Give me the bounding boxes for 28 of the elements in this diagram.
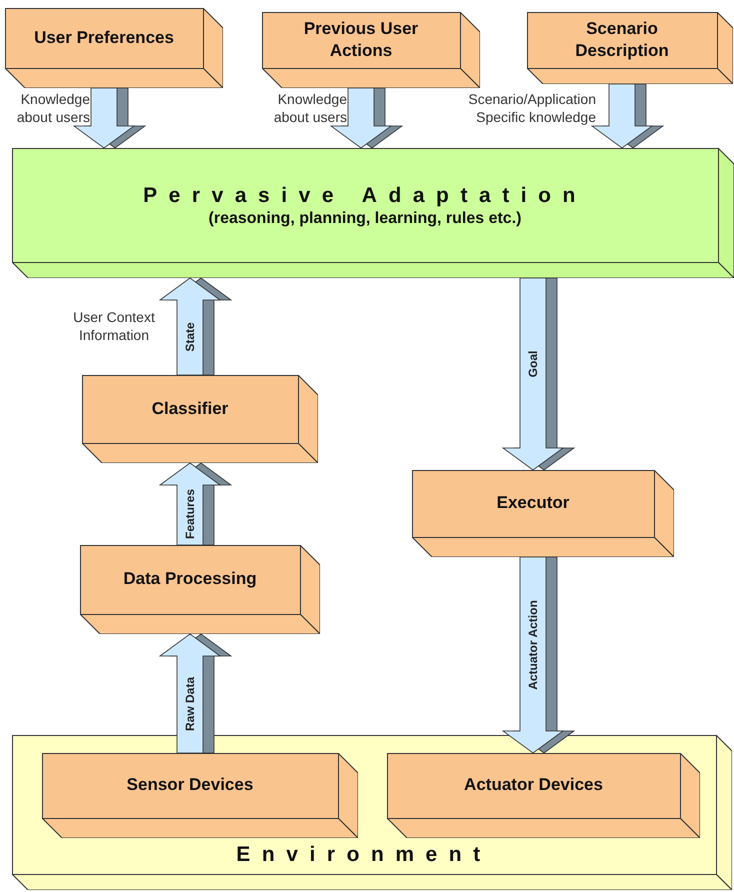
- edge-label: Knowledge about users: [16, 90, 90, 126]
- edge-label: Raw Data: [183, 676, 197, 731]
- edge-label: State: [183, 322, 197, 352]
- box-title: Pervasive Adaptation: [143, 183, 587, 210]
- edge-label: Actuator Action: [526, 600, 540, 690]
- edge-label: Goal: [526, 350, 540, 378]
- note-label: User Context Information: [72, 308, 156, 344]
- block-arrow: [502, 556, 576, 754]
- block-arrow: [158, 462, 232, 546]
- block-arrow: [330, 88, 404, 148]
- block-arrow: [158, 278, 232, 376]
- block-arrow: [502, 278, 576, 470]
- box-title: Classifier: [152, 398, 228, 420]
- box-title: Scenario Description: [574, 18, 670, 62]
- edge-label: Knowledge about users: [272, 90, 347, 126]
- box-title: Actuator Devices: [464, 774, 603, 796]
- box-title: Executor: [496, 492, 570, 514]
- box-title: Previous User Actions: [302, 18, 420, 62]
- box-title: User Preferences: [34, 26, 174, 49]
- box-title: Data Processing: [123, 568, 257, 590]
- block-arrow: [158, 634, 232, 754]
- edge-label: Features: [183, 488, 197, 540]
- block-arrow: [72, 88, 146, 148]
- box-title: Sensor Devices: [126, 774, 254, 796]
- box-subtitle: (reasoning, planning, learning, rules etc.): [208, 210, 522, 228]
- block-arrow: [590, 84, 664, 148]
- box-title: Environment: [236, 842, 492, 868]
- edge-label: Scenario/Application Specific knowledge: [467, 90, 596, 126]
